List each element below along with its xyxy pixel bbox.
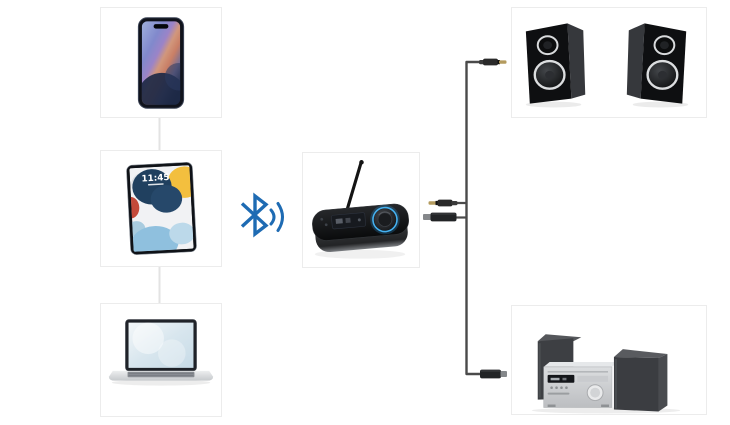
ipad-lock-screen-time: 11:45: [141, 173, 170, 184]
macbook-keyboard: [127, 371, 195, 378]
ipad-illustration: 11:45: [126, 162, 197, 255]
macbook-screen: [128, 322, 194, 368]
node-speakers: [511, 7, 707, 118]
audio-cable: [465, 60, 494, 376]
transmitter-illustration: [312, 160, 409, 259]
optical-plug-stereo: [480, 369, 507, 379]
macbook-illustration: [108, 319, 214, 386]
stereo-display: [547, 374, 575, 383]
iphone-notch: [153, 24, 169, 29]
ipad-lock-screen-date: [147, 183, 164, 186]
stereo-right-speaker: [613, 349, 668, 412]
transmitter-body: [312, 203, 409, 253]
node-ipad: 11:45: [100, 150, 222, 267]
speakers-illustration: [525, 23, 689, 108]
node-transmitter: [302, 152, 420, 268]
bluetooth-signal-icon: [234, 188, 292, 246]
left-speaker: [525, 23, 586, 104]
node-macbook: [100, 303, 222, 417]
right-speaker: [626, 23, 687, 104]
stereo-illustration: [531, 334, 681, 414]
aux-plug-speakers: [479, 58, 507, 66]
stereo-center-unit: [543, 361, 618, 408]
optical-plug-transmitter: [423, 212, 457, 222]
transmitter-antenna: [343, 161, 363, 218]
node-stereo: [511, 305, 707, 415]
iphone-illustration: [137, 17, 185, 109]
node-iphone: [100, 7, 222, 118]
transmitter-display: [331, 212, 366, 230]
iphone-screen: [141, 21, 181, 105]
transmitter-knob-led-ring: [372, 206, 398, 233]
aux-plug-transmitter: [428, 199, 458, 207]
